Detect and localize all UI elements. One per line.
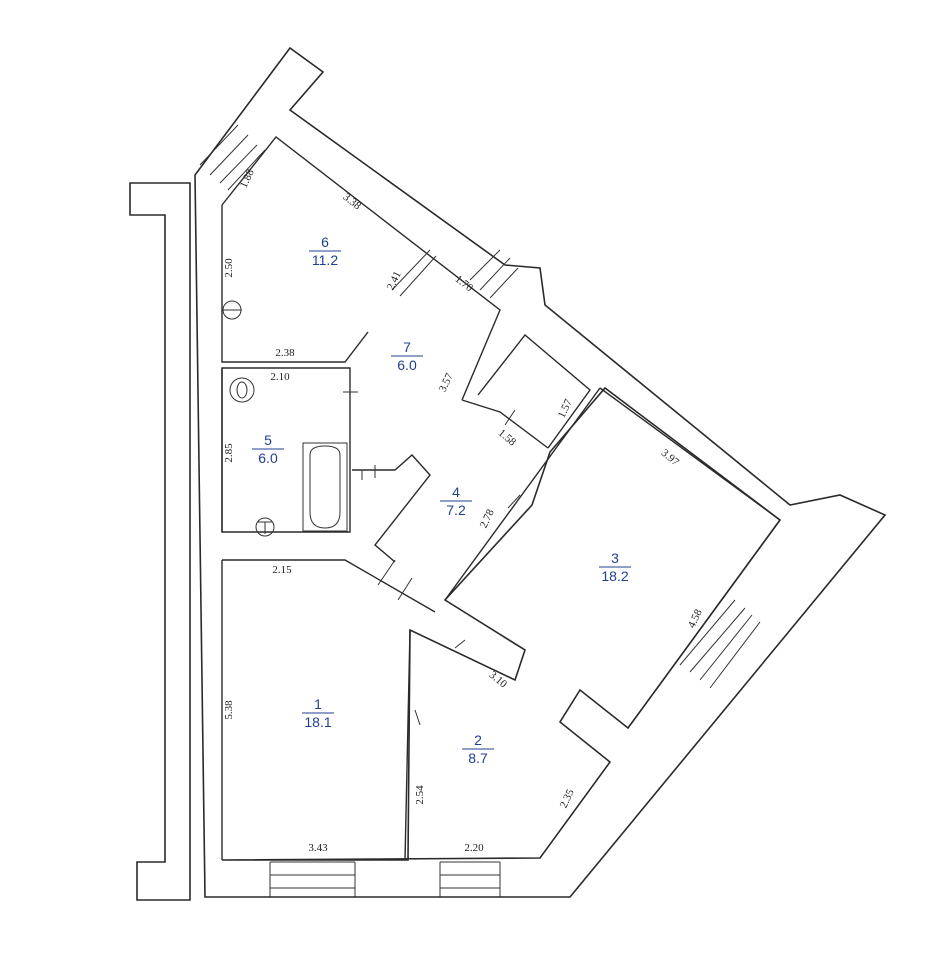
room-area: 7.2	[446, 502, 466, 518]
room-number: 7	[403, 339, 411, 355]
sink-icon	[229, 377, 255, 403]
dimension-label: 2.85	[223, 443, 235, 463]
room-number: 4	[452, 484, 460, 500]
doors	[343, 249, 521, 726]
dimension-label: 2.20	[464, 842, 484, 854]
room-number: 5	[264, 432, 272, 448]
dimension-label: 2.35	[558, 787, 577, 810]
left-wall-strip	[129, 182, 191, 901]
riser-icon	[255, 517, 275, 537]
room-number: 6	[321, 234, 329, 250]
room-label-2: 28.7	[462, 732, 494, 766]
room-area: 18.1	[304, 714, 331, 730]
room-area: 11.2	[312, 252, 338, 268]
room-label-1: 118.1	[302, 696, 334, 730]
room-number: 3	[611, 550, 619, 566]
room-label-7: 76.0	[391, 339, 423, 373]
room-area: 6.0	[258, 450, 278, 466]
window-right	[679, 599, 761, 689]
toilet-icon	[222, 300, 242, 320]
outer-contour	[194, 46, 887, 898]
interior-walls	[221, 136, 781, 861]
room-label-3: 318.2	[599, 550, 631, 584]
room-6-outline	[221, 136, 501, 401]
window-bottom-right	[439, 861, 501, 897]
dimension-label: 2.50	[223, 258, 235, 278]
room-area: 6.0	[397, 357, 417, 373]
room-label-5: 56.0	[252, 432, 284, 466]
dimension-label: 3.97	[659, 447, 682, 469]
room-area: 18.2	[601, 568, 628, 584]
dimension-label: 2.10	[270, 371, 290, 383]
window-bottom-left	[269, 861, 356, 897]
room-label-6: 611.2	[309, 234, 341, 268]
window-top-middle	[469, 249, 519, 299]
dimension-label: 2.54	[414, 785, 426, 805]
windows	[199, 124, 761, 897]
room-number: 2	[474, 732, 482, 748]
room-area: 8.7	[468, 750, 488, 766]
room-number: 1	[314, 696, 322, 712]
dimension-label: 3.43	[308, 842, 328, 854]
window-top-left	[199, 124, 266, 191]
dimension-label: 5.38	[223, 700, 235, 720]
bathtub-icon	[302, 442, 348, 532]
dimension-label: 2.38	[275, 347, 295, 359]
room-label-4: 47.2	[440, 484, 472, 518]
dimension-label: 2.15	[272, 564, 292, 576]
